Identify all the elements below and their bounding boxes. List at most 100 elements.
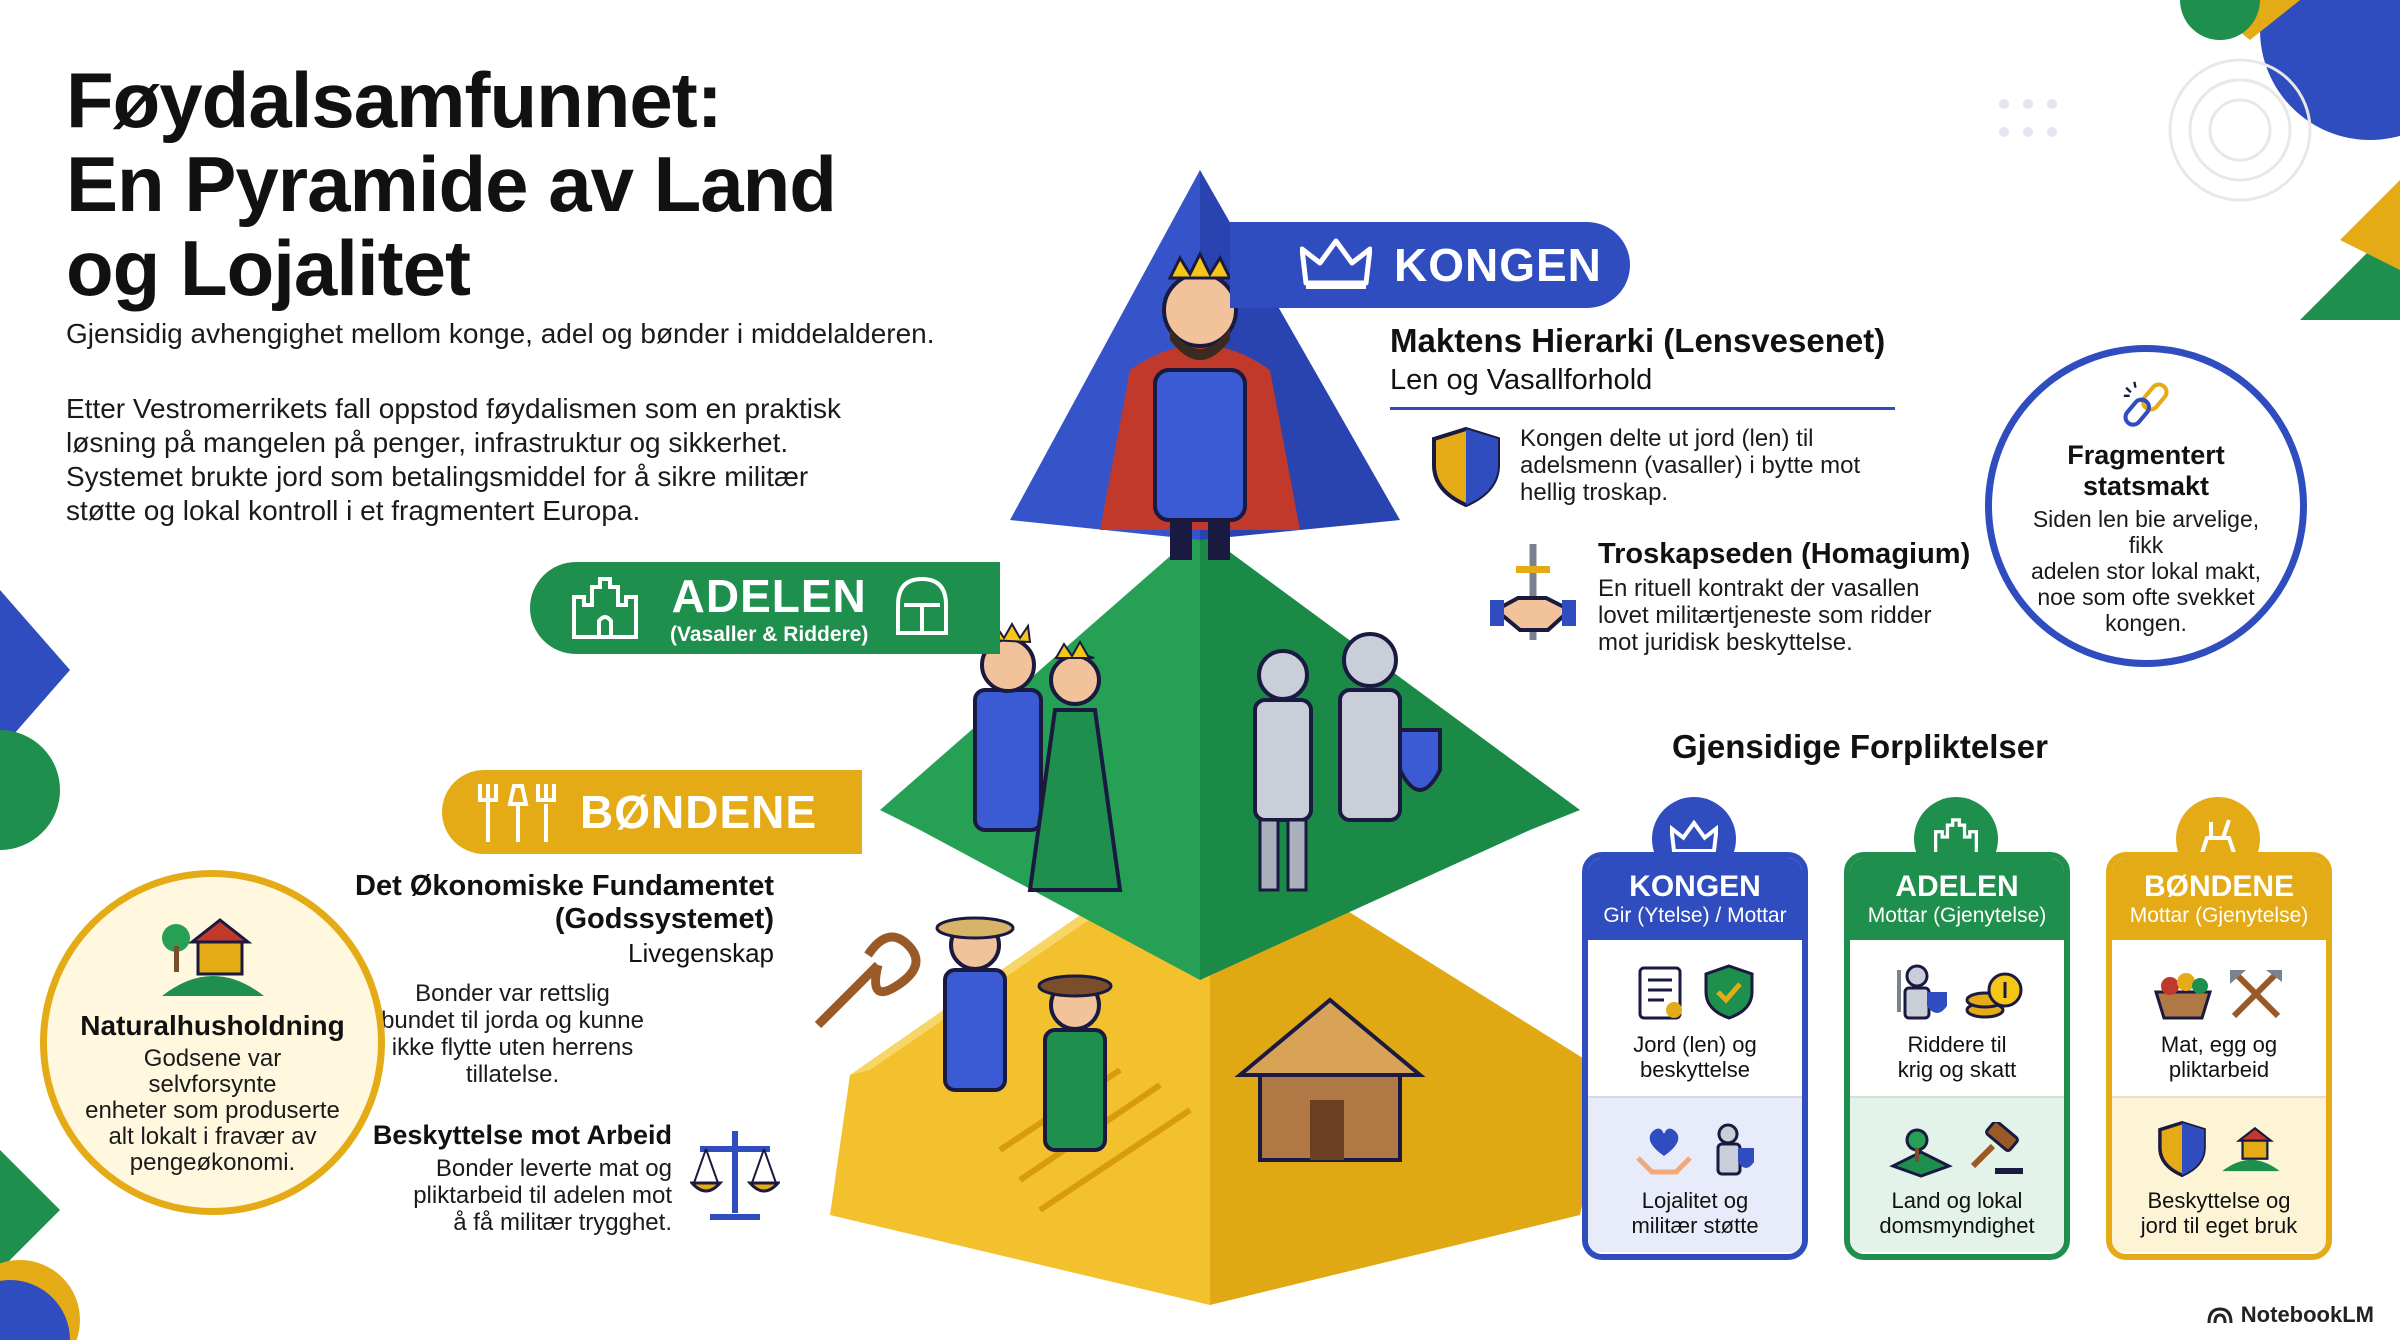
card-receives-line: jord til eget bruk	[2140, 1213, 2298, 1238]
card-header: ADELEN Mottar (Gjenytelse)	[1850, 858, 2064, 940]
oath-title: Troskapseden (Homagium)	[1598, 538, 1971, 570]
economy-text: Bonder var rettslig bundet til jorda og …	[360, 980, 665, 1088]
protection-text-line: å få militær trygghet.	[453, 1209, 672, 1236]
card-receives-line: domsmyndighet	[1879, 1213, 2035, 1238]
card-gives-section: Riddere til krig og skatt	[1850, 940, 2064, 1096]
brand-watermark: NotebookLM	[2207, 1302, 2374, 1328]
card-receives-section: Beskyttelse og jord til eget bruk	[2112, 1096, 2326, 1252]
decor-dots	[1999, 99, 2057, 137]
noble-banner-sub: (Vasaller & Riddere)	[670, 623, 869, 646]
crown-icon	[1670, 820, 1718, 853]
scroll-deed-icon	[1638, 966, 1682, 1020]
fragmented-text-line: adelen stor lokal makt,	[2030, 558, 2262, 584]
hierarchy-block: Maktens Hierarki (Lensvesenet) Len og Va…	[1390, 322, 1910, 410]
shield-icon	[2158, 1120, 2206, 1178]
king-banner-label: KONGEN	[1394, 239, 1602, 291]
notebooklm-logo-icon	[2207, 1307, 2233, 1324]
economy-text-line: Bonder var rettslig	[415, 980, 610, 1007]
card-gives-line: pliktarbeid	[2168, 1057, 2270, 1082]
card-gives-section: Mat, egg og pliktarbeid	[2112, 940, 2326, 1096]
fragmented-text-line: Siden len bie arvelige, fikk	[2032, 506, 2260, 558]
fragmented-text-line: kongen.	[2105, 610, 2187, 636]
knights-icon	[1253, 632, 1442, 892]
pyramid-tier-peasants-left	[830, 825, 1210, 1305]
shield-icon	[1432, 426, 1500, 508]
card-gives-section: Jord (len) og beskyttelse	[1588, 940, 1802, 1096]
rope-icon	[814, 932, 921, 1029]
decor-top-right	[2168, 0, 2400, 320]
noble-banner-label: ADELEN	[671, 570, 867, 622]
noble-couple-icon	[973, 621, 1123, 892]
protection-title: Beskyttelse mot Arbeid	[372, 1120, 672, 1150]
oath-block: Troskapseden (Homagium) En rituell kontr…	[1598, 538, 2018, 656]
economy-text-line: tillatelse.	[465, 1061, 560, 1088]
card-subtitle: Gir (Ytelse) / Mottar	[1603, 904, 1787, 927]
title-line: og Lojalitet	[66, 224, 471, 312]
card-title: ADELEN	[1895, 870, 2019, 903]
brand-label: NotebookLM	[2240, 1302, 2374, 1327]
farmhouse-icon	[1234, 997, 1426, 1162]
intro-line: Etter Vestromerrikets fall oppstod føyda…	[66, 393, 841, 424]
hierarchy-text-line: adelsmenn (vasaller) i bytte mot	[1520, 452, 1861, 479]
economy-text-line: ikke flytte uten herrens	[391, 1034, 634, 1061]
hierarchy-divider	[1390, 407, 1895, 410]
king-banner: KONGEN	[1230, 222, 1630, 308]
noble-obligation-card: ADELEN Mottar (Gjenytelse) Riddere til k…	[1844, 852, 2070, 1260]
king-obligation-card: KONGEN Gir (Ytelse) / Mottar Jord (len) …	[1582, 852, 1808, 1260]
broken-chain-icon	[2123, 381, 2169, 427]
farm-icon	[2222, 1126, 2280, 1172]
hierarchy-text-line: Kongen delte ut jord (len) til	[1520, 425, 1814, 452]
natural-text: Godsene var selvforsynte enheter som pro…	[77, 1044, 348, 1176]
peasant-banner-label: BØNDENE	[580, 786, 818, 838]
intro-line: Systemet brukte jord som betalingsmiddel…	[66, 461, 809, 492]
shield-check-icon	[1704, 964, 1754, 1020]
gavel-icon	[1970, 1122, 2023, 1174]
card-title: KONGEN	[1629, 870, 1761, 903]
decor-bottom-left	[0, 1150, 80, 1340]
feudal-pyramid	[830, 170, 1600, 1305]
peasants-icon	[935, 916, 1113, 1152]
coins-icon	[1965, 972, 2023, 1019]
page-subtitle: Gjensidig avhengighet mellom konge, adel…	[66, 318, 935, 349]
card-subtitle: Mottar (Gjenytelse)	[2129, 904, 2309, 927]
card-receives-line: Lojalitet og	[1641, 1188, 1749, 1213]
oath-text-line: mot juridisk beskyttelse.	[1598, 629, 1853, 656]
title-line: En Pyramide av Land	[66, 140, 837, 228]
hierarchy-text: Kongen delte ut jord (len) til adelsmenn…	[1520, 425, 1900, 506]
knight-icon	[1897, 964, 1947, 1020]
card-receives-line: Beskyttelse og	[2147, 1188, 2291, 1213]
card-header: KONGEN Gir (Ytelse) / Mottar	[1588, 858, 1802, 940]
card-gives-line: beskyttelse	[1639, 1057, 1751, 1082]
intro-line: støtte og lokal kontroll i et fragmenter…	[66, 495, 641, 526]
fragmented-text-line: noe som ofte svekket	[2037, 584, 2255, 610]
card-receives-line: Land og lokal	[1891, 1188, 2023, 1213]
farm-icon	[161, 917, 264, 996]
noble-banner: ADELEN (Vasaller & Riddere)	[530, 562, 1000, 654]
peasant-banner: BØNDENE	[442, 770, 862, 854]
card-header: BØNDENE Mottar (Gjenytelse)	[2112, 858, 2326, 940]
economy-title-line: (Godssystemet)	[554, 903, 774, 935]
page-title: Føydalsamfunnet: En Pyramide av Land og …	[66, 58, 966, 310]
oath-text: En rituell kontrakt der vasallen lovet m…	[1598, 575, 2018, 656]
protection-block: Beskyttelse mot Arbeid Bonder leverte ma…	[340, 1120, 672, 1236]
natural-text-line: Godsene var selvforsynte	[143, 1044, 282, 1098]
tools-icon	[478, 784, 556, 842]
hands-heart-icon	[1636, 1128, 1692, 1175]
land-plot-icon	[1889, 1128, 1953, 1178]
king-figure-icon	[1100, 250, 1300, 560]
card-title: BØNDENE	[2143, 870, 2294, 903]
protection-text-line: Bonder leverte mat og	[435, 1155, 672, 1182]
card-receives-section: Lojalitet og militær støtte	[1588, 1096, 1802, 1252]
castle-icon	[1933, 818, 1979, 860]
intro-line: løsning på mangelen på penger, infrastru…	[66, 427, 789, 458]
natural-household-circle: Naturalhusholdning Godsene var selvforsy…	[40, 870, 385, 1215]
castle-icon	[572, 577, 638, 639]
natural-title: Naturalhusholdning	[80, 1009, 345, 1041]
fragmented-title: Fragmentert statsmakt	[2067, 440, 2225, 501]
fragmented-state-circle: Fragmentert statsmakt Siden len bie arve…	[1985, 345, 2307, 667]
card-subtitle: Mottar (Gjenytelse)	[1867, 904, 2047, 927]
natural-text-line: enheter som produserte	[85, 1096, 340, 1124]
hierarchy-text-line: hellig troskap.	[1520, 479, 1669, 506]
scales-icon	[690, 1131, 780, 1220]
food-basket-icon	[2153, 973, 2213, 1020]
